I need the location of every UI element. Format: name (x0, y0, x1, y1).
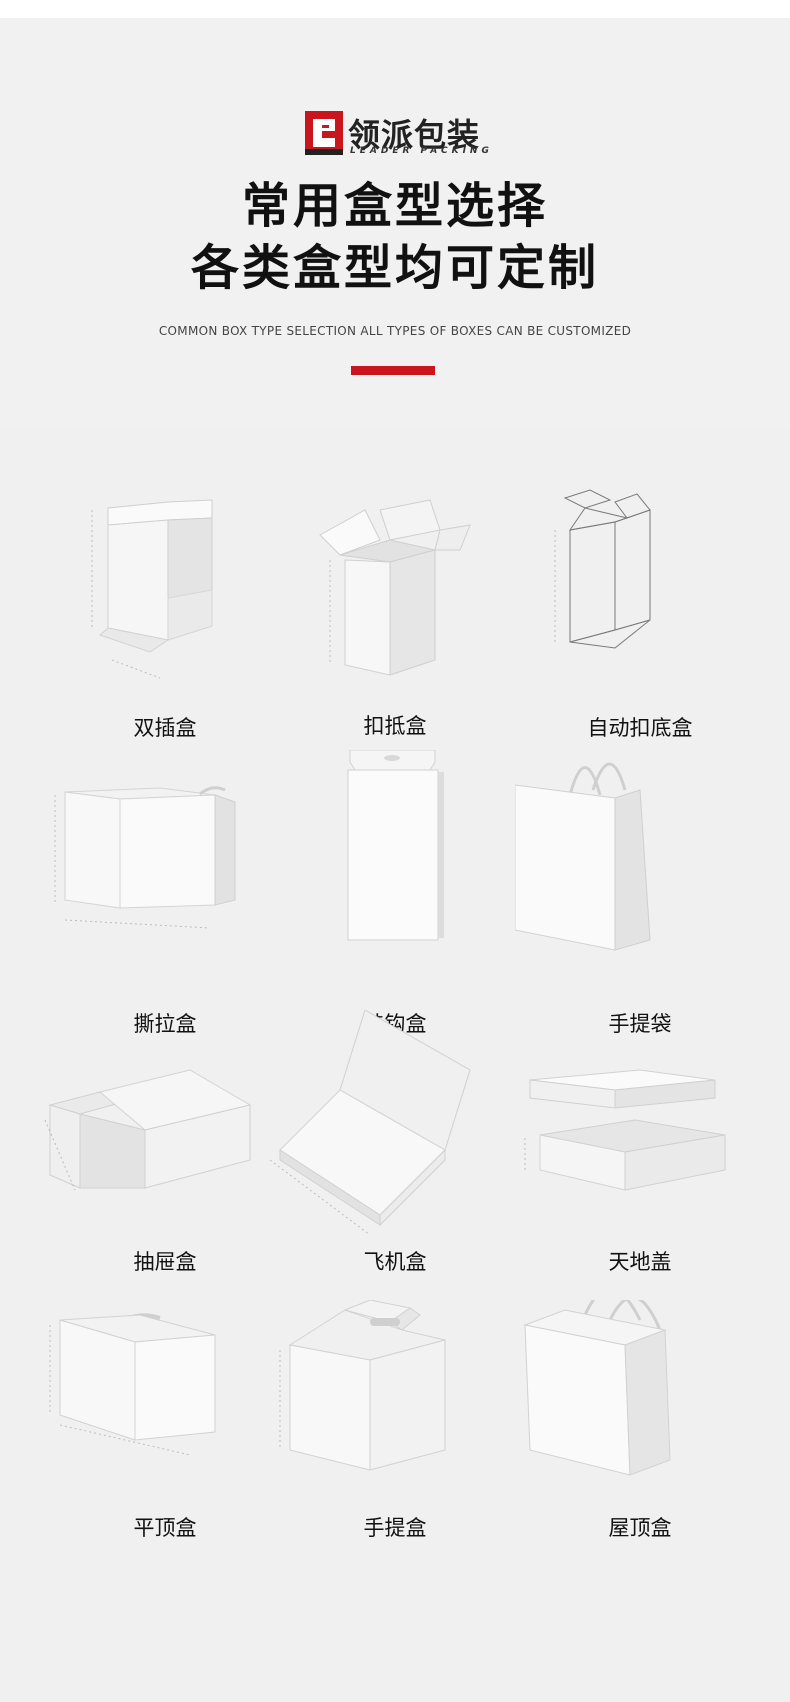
gable-box-icon (523, 1300, 671, 1476)
tuck-end-box-icon (91, 499, 213, 679)
box-type-label: 飞机盒 (363, 1250, 427, 1274)
snap-lock-box-icon (319, 499, 471, 676)
box-type-grid: 双插盒 扣抵盒 自动扣底 (0, 430, 790, 1702)
page-title: 常用盒型选择 (241, 178, 548, 234)
box-type-label: 手提盒 (363, 1516, 427, 1540)
paper-bag-icon (515, 762, 651, 951)
box-type-label: 屋顶盒 (608, 1516, 672, 1540)
drawer-box-icon (44, 1069, 252, 1191)
box-type-label: 手提袋 (608, 1012, 672, 1036)
box-type-label: 自动扣底盒 (587, 716, 693, 740)
auto-lock-bottom-box-icon (554, 489, 651, 649)
handle-box-icon (279, 1300, 446, 1471)
brand-logo-icon (305, 111, 343, 155)
lid-and-base-box-icon (524, 1069, 726, 1191)
box-type-label: 抽屉盒 (133, 1250, 197, 1274)
brand-name-en: LEADER PACKING (350, 146, 493, 156)
brand-logo[interactable]: 领派包装 LEADER PACKING (305, 108, 495, 160)
accent-divider (351, 366, 435, 375)
brand-name-cn: 领派包装 (348, 116, 481, 154)
box-type-label: 双插盒 (133, 716, 197, 740)
header-section: 领派包装 LEADER PACKING 常用盒型选择 各类盒型均可定制 COMM… (0, 18, 790, 430)
hanger-box-icon (347, 750, 444, 941)
mailer-box-icon (270, 1010, 471, 1236)
box-type-label: 撕拉盒 (133, 1012, 197, 1036)
box-type-label: 天地盖 (608, 1250, 672, 1274)
page-subtitle-en: COMMON BOX TYPE SELECTION ALL TYPES OF B… (158, 324, 632, 338)
flat-top-box-icon (49, 1313, 216, 1456)
tear-strip-box-icon (54, 786, 236, 929)
box-type-label: 平顶盒 (133, 1516, 197, 1540)
box-type-label: 扣抵盒 (363, 714, 427, 738)
page-subtitle-cn: 各类盒型均可定制 (190, 240, 599, 296)
